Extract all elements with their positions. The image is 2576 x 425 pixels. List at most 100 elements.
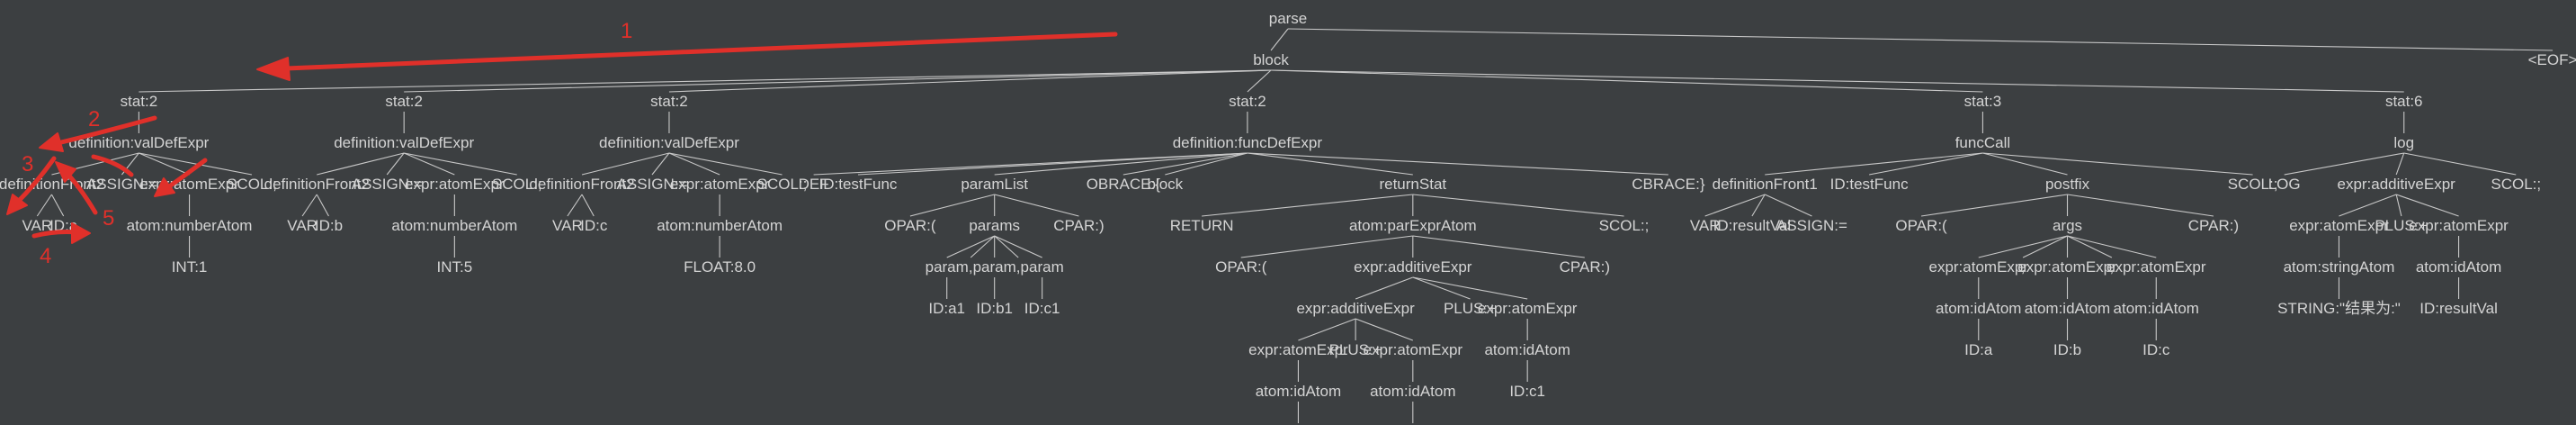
tree-node: stat:2 <box>650 93 688 110</box>
annotation-arrowhead-6 <box>154 177 175 197</box>
tree-node: ID:c1 <box>1024 300 1060 317</box>
tree-node: OPAR:( <box>1895 217 1947 234</box>
annotation-number-1: 1 <box>621 19 632 43</box>
tree-edge <box>50 194 65 217</box>
tree-node: atom:stringAtom <box>2284 258 2395 276</box>
tree-edge <box>1287 28 2554 51</box>
tree-node: CBRACE:} <box>1632 176 1705 193</box>
tree-edge <box>1412 276 1528 300</box>
tree-edges <box>36 28 2554 423</box>
tree-node: args <box>2053 217 2082 234</box>
tree-node: CPAR:) <box>1053 217 1104 234</box>
red-annotations: 1 2 3 4 5 <box>6 19 1118 268</box>
tree-node: param <box>973 258 1016 276</box>
tree-edge <box>581 194 595 217</box>
tree-node: VAR <box>22 217 52 234</box>
tree-node: expr:atomExpr <box>1248 341 1348 358</box>
tree-edge <box>403 152 455 176</box>
tree-edge <box>1165 152 1248 176</box>
tree-edge <box>1764 194 1812 217</box>
tree-node: INT:1 <box>172 258 208 276</box>
tree-node: OBRACE:{ <box>1087 176 1161 193</box>
tree-node: atom:numberAtom <box>657 217 783 234</box>
tree-node: VAR <box>287 217 318 234</box>
tree-edge <box>1271 69 1983 93</box>
tree-edge <box>946 235 995 258</box>
tree-node: CPAR:) <box>1560 258 1610 276</box>
tree-edge <box>316 194 329 217</box>
tree-node: atom:idAtom <box>1936 300 2021 317</box>
tree-node: expr:atomExpr <box>2409 217 2509 234</box>
tree-nodes: parseblockstat:2definition:valDefExprdef… <box>0 10 2576 425</box>
tree-edge <box>909 194 995 217</box>
tree-edge <box>1123 152 1248 176</box>
tree-node: atom:idAtom <box>2025 300 2110 317</box>
tree-edge <box>1412 235 1585 258</box>
annotation-number-4: 4 <box>40 244 51 268</box>
tree-node: SCOL:; <box>227 176 277 193</box>
tree-node: expr:atomExpr <box>405 176 505 193</box>
tree-edge <box>1247 152 1413 176</box>
tree-node: definitionFront1 <box>1713 176 1818 193</box>
tree-node: SCOL:; <box>2491 176 2541 193</box>
tree-node: definitionFront2 <box>264 176 370 193</box>
tree-node: SCOL:; <box>757 176 808 193</box>
tree-node: VAR <box>552 217 583 234</box>
tree-node: stat:2 <box>121 93 158 110</box>
tree-edge <box>139 152 190 176</box>
tree-node: params <box>969 217 1020 234</box>
tree-node: ID:b1 <box>976 300 1013 317</box>
tree-node: expr:atomExpr <box>2017 258 2117 276</box>
tree-node: definition:valDefExpr <box>68 134 209 151</box>
tree-edge <box>1412 276 1471 300</box>
tree-node: postfix <box>2045 176 2090 193</box>
tree-edge <box>994 235 1042 258</box>
tree-edge <box>581 152 670 176</box>
tree-edge <box>994 152 1248 176</box>
tree-node: atom:parExprAtom <box>1349 217 1477 234</box>
tree-node: stat:6 <box>2385 93 2423 110</box>
tree-edge <box>1355 276 1414 300</box>
tree-node: ID:b <box>2053 341 2081 358</box>
tree-edge <box>1982 152 2253 176</box>
annotation-arrow-7 <box>91 154 134 177</box>
tree-node: SCOL:; <box>2228 176 2278 193</box>
tree-node: ID:a1 <box>928 300 965 317</box>
tree-node: ID:testFunc <box>1830 176 1909 193</box>
tree-node: funcCall <box>1955 134 2010 151</box>
tree-edge <box>2067 194 2214 217</box>
tree-edge <box>1982 152 2068 176</box>
annotation-arrowhead-1 <box>256 57 291 81</box>
tree-node: VAR <box>1690 217 1721 234</box>
tree-node: expr:additiveExpr <box>2337 176 2455 193</box>
annotation-arrow-4 <box>31 230 80 239</box>
tree-node: , <box>969 258 973 276</box>
tree-node: expr:atomExpr <box>2289 217 2389 234</box>
tree-edge <box>651 152 670 176</box>
tree-node: FLOAT:8.0 <box>684 258 756 276</box>
tree-node: ASSIGN:= <box>86 176 157 193</box>
tree-edge <box>317 152 405 176</box>
tree-edge <box>1869 152 1983 176</box>
tree-node: ID:testFunc <box>819 176 898 193</box>
tree-node: atom:idAtom <box>2416 258 2501 276</box>
tree-edge <box>1270 28 1289 51</box>
tree-node: param <box>926 258 969 276</box>
tree-edge <box>36 194 52 217</box>
annotation-number-5: 5 <box>103 206 114 231</box>
annotation-arrowhead-4 <box>71 222 91 244</box>
annotation-arrow-2 <box>51 115 157 147</box>
tree-edge <box>1247 69 1272 93</box>
tree-node: ASSIGN:= <box>1776 217 1847 234</box>
tree-edge <box>857 152 1248 176</box>
tree-edge <box>1412 194 1624 217</box>
tree-node: definition:valDefExpr <box>599 134 739 151</box>
tree-edge <box>386 152 405 176</box>
tree-node: stat:2 <box>385 93 423 110</box>
tree-edge <box>1247 152 1668 176</box>
annotation-arrowhead-3 <box>6 194 28 215</box>
tree-edge <box>404 69 1272 93</box>
tree-node: atom:numberAtom <box>127 217 253 234</box>
tree-edge <box>1298 318 1356 341</box>
